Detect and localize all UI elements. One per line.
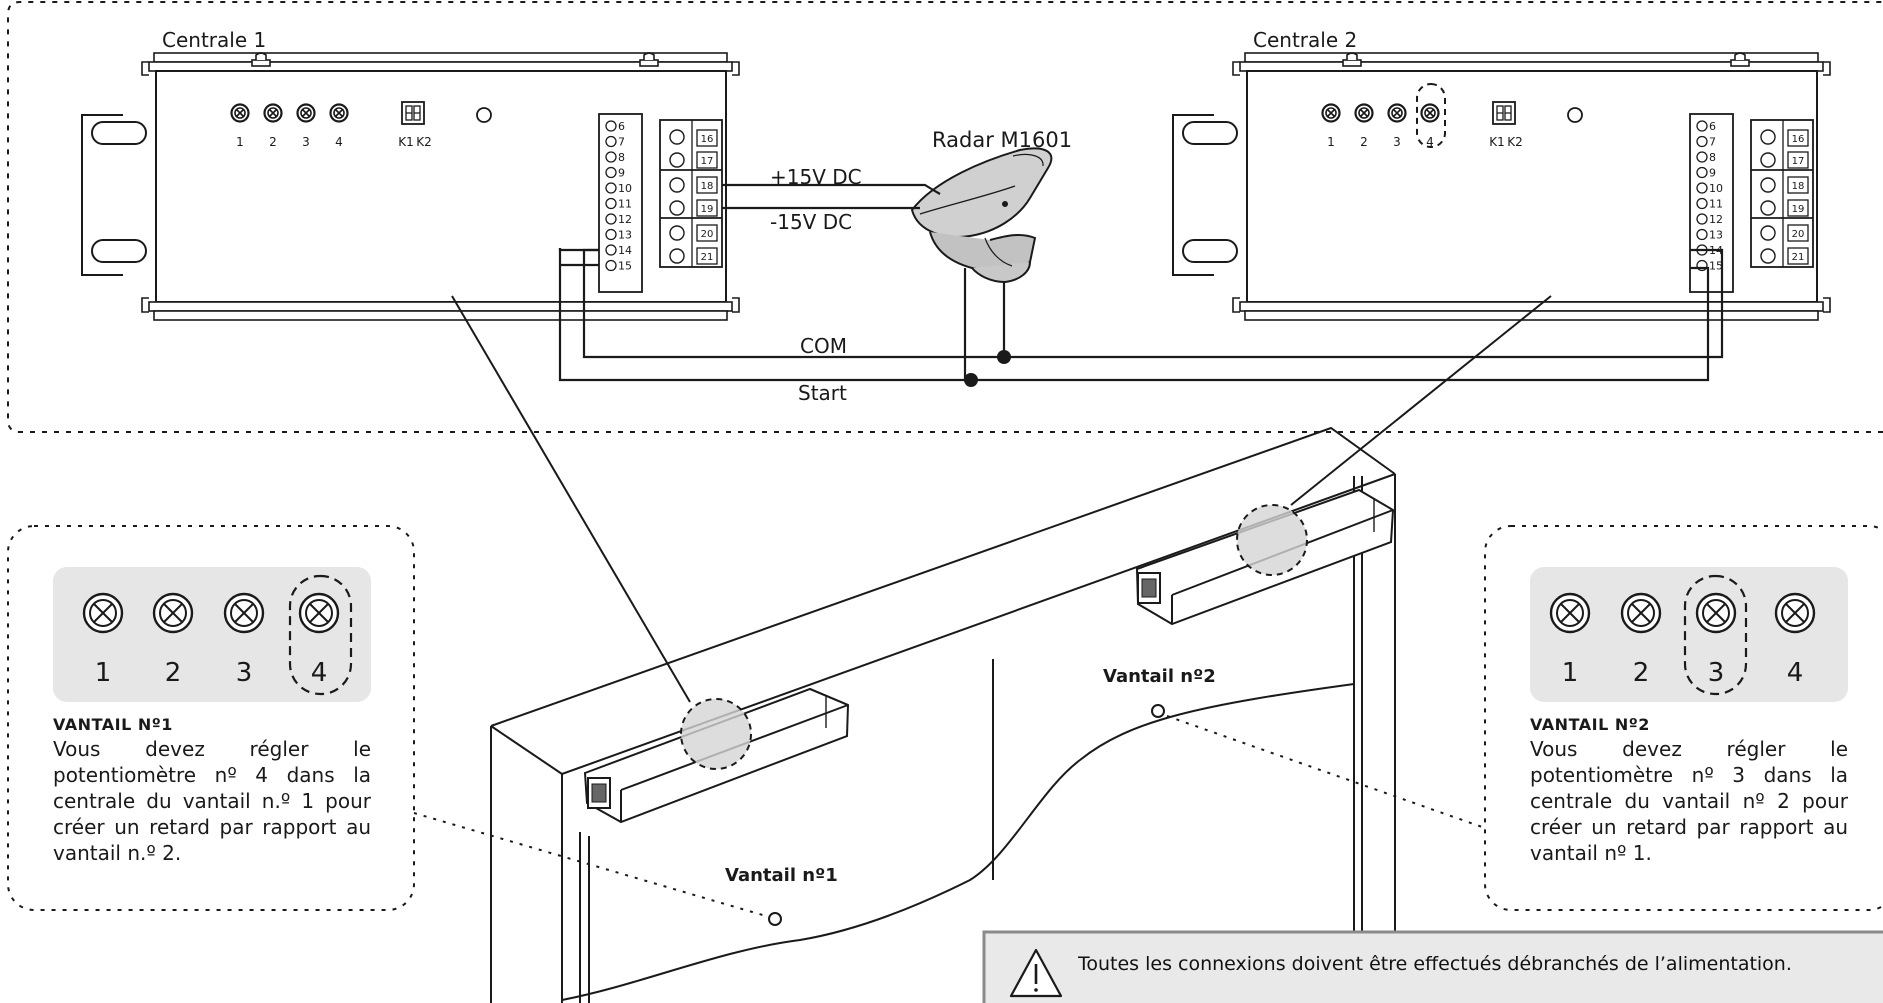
note-1-title: VANTAIL Nº1 <box>53 715 173 734</box>
operator-1-highlight <box>680 698 752 770</box>
terminal-label: 8 <box>1709 151 1716 164</box>
c2-pot-label: 1 <box>1327 135 1335 149</box>
note-1-pot-label: 4 <box>311 658 328 688</box>
c1-pot-label: 4 <box>335 135 343 149</box>
terminal-label: 21 <box>1792 252 1805 263</box>
terminal-label: 7 <box>1709 136 1716 149</box>
leaf-1-marker <box>768 912 782 926</box>
terminal-label: 21 <box>701 252 714 263</box>
warning-line-1: Toutes les connexions doivent être effec… <box>1078 953 1792 975</box>
terminal-label: 7 <box>618 136 625 149</box>
c1-pot-label: 2 <box>269 135 277 149</box>
note-2-pot-label: 3 <box>1708 658 1725 688</box>
terminal-label: 11 <box>1709 198 1723 211</box>
warning-triangle-icon <box>1009 948 1063 998</box>
note-2-highlight <box>1683 574 1748 696</box>
note-2-pot-panel <box>1530 567 1848 702</box>
c1-dip-label: K2 <box>416 135 432 149</box>
c2-pot-label: 4 <box>1426 135 1434 149</box>
leaf-2-marker <box>1151 704 1165 718</box>
leader-line <box>451 295 691 703</box>
note-1-body: Vous devez régler le potentiomètre nº 4 … <box>53 737 371 865</box>
note-1-pot-label: 2 <box>165 658 182 688</box>
note-1-pot-panel <box>53 567 371 702</box>
terminal-label: 20 <box>1792 229 1805 240</box>
terminal-label: 6 <box>1709 120 1716 133</box>
leaf-1-label: Vantail nº1 <box>725 865 838 886</box>
terminal-label: 10 <box>1709 182 1723 195</box>
terminal-label: 9 <box>618 167 625 180</box>
warning-text: Toutes les connexions doivent être effec… <box>1078 952 1878 976</box>
terminal-label: 14 <box>618 244 632 257</box>
note-2-body: Vous devez régler le potentiomètre nº 3 … <box>1530 737 1848 865</box>
leaf-2-label: Vantail nº2 <box>1103 666 1216 687</box>
terminal-label: 20 <box>701 229 714 240</box>
note-2-border <box>1484 525 1883 911</box>
note-1-pot-label: 1 <box>95 658 112 688</box>
note-2-pot-label: 2 <box>1633 658 1650 688</box>
terminal-label: 12 <box>1709 213 1723 226</box>
wire-label-minus: -15V DC <box>770 210 852 234</box>
note-2-text: VANTAIL Nº2 Vous devez régler le potenti… <box>1530 715 1848 866</box>
terminal-label: 8 <box>618 151 625 164</box>
wire-label-start: Start <box>798 381 847 405</box>
terminal-label: 10 <box>618 182 632 195</box>
note-1-border <box>7 525 415 911</box>
radar-sensor <box>910 147 1053 284</box>
c2-pot-label: 2 <box>1360 135 1368 149</box>
terminal-label: 13 <box>618 229 632 242</box>
note-2-title: VANTAIL Nº2 <box>1530 715 1650 734</box>
terminal-label: 16 <box>701 134 714 145</box>
warning-box <box>982 930 1883 1003</box>
terminal-label: 18 <box>1792 181 1805 192</box>
terminal-label: 16 <box>1792 134 1805 145</box>
c2-dip-label: K1 <box>1489 135 1505 149</box>
c2-pot-label: 3 <box>1393 135 1401 149</box>
c1-dip-label: K1 <box>398 135 414 149</box>
c1-pot-label: 3 <box>302 135 310 149</box>
terminal-label: 6 <box>618 120 625 133</box>
com-junction <box>997 350 1011 364</box>
leader-line <box>1290 295 1552 506</box>
centrale-2-label: Centrale 2 <box>1253 28 1357 52</box>
terminal-label: 12 <box>618 213 632 226</box>
note-2-pot-label: 1 <box>1562 658 1579 688</box>
radar-label: Radar M1601 <box>932 128 1072 152</box>
c2-dip-label: K2 <box>1507 135 1523 149</box>
centrale-1-label: Centrale 1 <box>162 28 266 52</box>
operator-2-highlight <box>1236 504 1308 576</box>
note-1-text: VANTAIL Nº1 Vous devez régler le potenti… <box>53 715 371 866</box>
wire-label-plus: +15V DC <box>770 165 862 189</box>
centrale-2 <box>1173 53 1830 320</box>
terminal-label: 19 <box>1792 204 1805 215</box>
pot-4-highlight <box>1416 83 1446 148</box>
note-1-pot-label: 3 <box>236 658 253 688</box>
pointer-leaf-1 <box>413 812 767 917</box>
terminal-label: 9 <box>1709 167 1716 180</box>
wire-label-com: COM <box>800 334 847 358</box>
note-1-highlight <box>288 574 353 696</box>
terminal-label: 17 <box>701 156 714 167</box>
terminal-label: 17 <box>1792 156 1805 167</box>
terminal-label: 18 <box>701 181 714 192</box>
note-2-pot-label: 4 <box>1787 658 1804 688</box>
pointer-leaf-2 <box>1166 715 1486 829</box>
terminal-label: 19 <box>701 204 714 215</box>
terminal-label: 11 <box>618 198 632 211</box>
door-drawing <box>490 426 1396 1003</box>
centrale-1 <box>82 53 739 320</box>
terminal-label: 13 <box>1709 229 1723 242</box>
terminal-label: 15 <box>618 260 632 273</box>
terminal-label: 15 <box>1709 260 1723 273</box>
c1-pot-label: 1 <box>236 135 244 149</box>
